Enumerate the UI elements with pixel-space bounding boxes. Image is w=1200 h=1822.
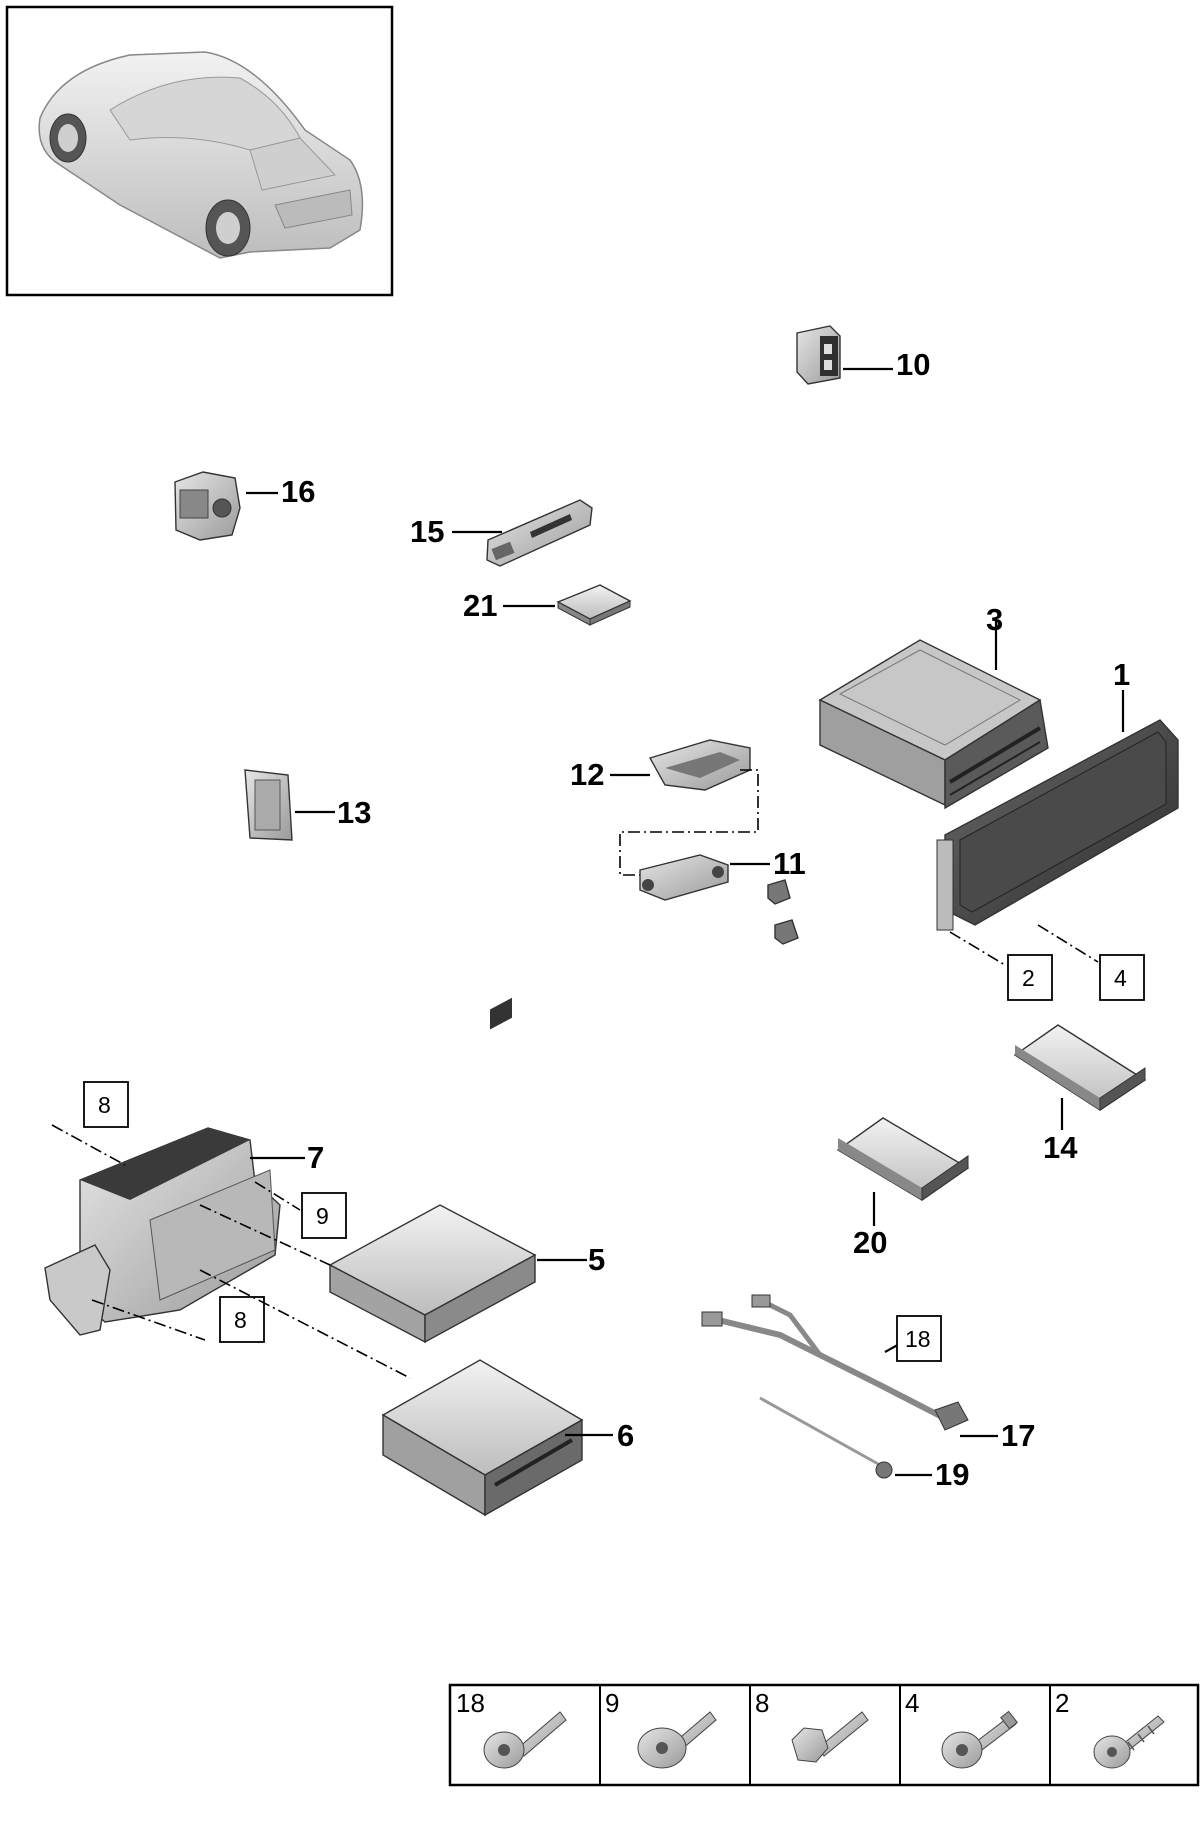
part-3-radio-unit bbox=[818, 639, 1049, 810]
fastener-num-18: 18 bbox=[456, 1688, 485, 1718]
fastener-num-4: 4 bbox=[905, 1688, 919, 1718]
part-6-drive-unit bbox=[381, 1359, 584, 1517]
callout-17: 17 bbox=[1001, 1418, 1035, 1453]
ref-box-2: 2 bbox=[1022, 965, 1035, 991]
part-14-module bbox=[1013, 1024, 1147, 1111]
part-19-cable-tie bbox=[759, 1396, 893, 1479]
part-15-card-reader bbox=[486, 499, 593, 567]
car-illustration bbox=[38, 51, 364, 259]
self-tapping-screw-icon bbox=[1093, 1715, 1165, 1769]
callout-12: 12 bbox=[570, 757, 604, 792]
callout-15: 15 bbox=[410, 514, 444, 549]
part-20-module bbox=[836, 1117, 970, 1201]
part-12-bracket bbox=[648, 739, 751, 791]
flange-torx-bolt-icon bbox=[637, 1711, 717, 1769]
callout-14: 14 bbox=[1043, 1130, 1078, 1165]
torx-bolt-icon bbox=[483, 1711, 567, 1769]
part-21-memory-card bbox=[556, 584, 632, 626]
callout-20: 20 bbox=[853, 1225, 887, 1260]
callout-5: 5 bbox=[588, 1242, 605, 1277]
ref-box-8-upper: 8 bbox=[98, 1092, 111, 1118]
part-17-cable-harness bbox=[701, 1294, 969, 1431]
callout-10: 10 bbox=[896, 347, 930, 382]
callout-7: 7 bbox=[307, 1140, 324, 1175]
fastener-num-8: 8 bbox=[755, 1688, 769, 1718]
callout-21: 21 bbox=[463, 588, 497, 623]
callout-3: 3 bbox=[986, 602, 1003, 637]
part-7-carrier-bracket bbox=[44, 1127, 281, 1336]
collar-torx-bolt-icon bbox=[941, 1710, 1018, 1769]
part-16-camera-module bbox=[174, 471, 241, 541]
part-10-connector bbox=[796, 325, 841, 385]
part-1-display bbox=[936, 719, 1179, 931]
part-11-antenna-module bbox=[639, 854, 799, 945]
callout-1: 1 bbox=[1113, 657, 1130, 692]
fastener-table: 18 9 8 4 2 bbox=[448, 1683, 1200, 1787]
ref-box-4: 4 bbox=[1114, 965, 1127, 991]
part-5-control-unit bbox=[328, 997, 537, 1344]
ref-box-8-lower: 8 bbox=[234, 1307, 247, 1333]
ref-box-18: 18 bbox=[905, 1326, 931, 1352]
ref-box-9: 9 bbox=[316, 1203, 329, 1229]
callout-13: 13 bbox=[337, 795, 371, 830]
callout-16: 16 bbox=[281, 474, 315, 509]
hex-bolt-icon bbox=[791, 1711, 869, 1763]
callout-6: 6 bbox=[617, 1418, 634, 1453]
fastener-num-2: 2 bbox=[1055, 1688, 1069, 1718]
part-13-control-module bbox=[244, 769, 293, 841]
fastener-num-9: 9 bbox=[605, 1688, 619, 1718]
callout-19: 19 bbox=[935, 1457, 969, 1492]
callout-11: 11 bbox=[773, 846, 806, 881]
vehicle-overview-inset bbox=[5, 5, 394, 297]
